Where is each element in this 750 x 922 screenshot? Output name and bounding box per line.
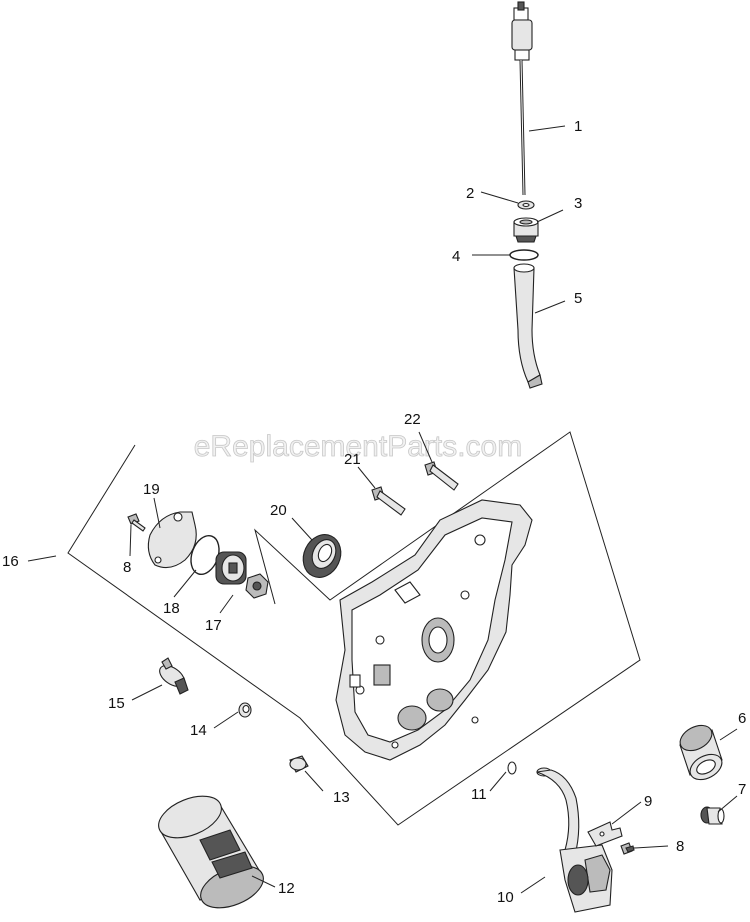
callout-8-lower: 8 [676, 838, 684, 855]
callout-16: 16 [2, 553, 19, 570]
callout-22: 22 [404, 411, 421, 428]
part-15-oil-pressure-switch [159, 657, 189, 695]
callout-9: 9 [644, 793, 652, 810]
part-11-ball [507, 761, 517, 775]
callout-17: 17 [205, 617, 222, 634]
part-17-oil-pump-rotor [215, 551, 269, 599]
watermark-text: eReplacementParts.com [194, 430, 522, 463]
callout-14: 14 [190, 722, 207, 739]
part-8-screw-upper [127, 513, 146, 532]
part-13-drain-plug [289, 755, 309, 773]
callout-10: 10 [497, 889, 514, 906]
callout-21: 21 [344, 451, 361, 468]
part-19-pump-cover [147, 511, 197, 569]
callout-4: 4 [452, 248, 460, 265]
part-14-plug [238, 702, 252, 718]
callout-5: 5 [574, 290, 582, 307]
callout-19: 19 [143, 481, 160, 498]
part-9-bracket [587, 821, 623, 847]
assembly-boundary [67, 431, 641, 826]
callout-15: 15 [108, 695, 125, 712]
callout-11: 11 [471, 786, 487, 803]
part-8-screw-lower [620, 842, 635, 855]
part-4-o-ring [509, 249, 539, 261]
part-21-bolt [371, 486, 406, 516]
part-22-bolt [424, 461, 459, 491]
callout-12: 12 [278, 880, 295, 897]
callout-6: 6 [738, 710, 746, 727]
callout-18: 18 [163, 600, 180, 617]
callout-20: 20 [270, 502, 287, 519]
part-12-oil-filter [158, 795, 264, 909]
callout-7: 7 [738, 781, 746, 798]
part-2-washer [517, 200, 535, 210]
part-20-oil-seal [302, 534, 342, 578]
part-6-bearing-sleeve [679, 724, 723, 781]
callout-3: 3 [574, 195, 582, 212]
callout-1: 1 [574, 118, 582, 135]
part-3-bushing [513, 217, 539, 243]
part-16-closure-plate [335, 499, 533, 761]
callout-labels: 1 2 3 4 5 6 7 8 8 9 10 11 12 13 14 15 16… [2, 118, 746, 906]
callout-2: 2 [466, 185, 474, 202]
leader-lines [27, 125, 738, 894]
part-5-dipstick-tube [513, 263, 543, 389]
part-1-dipstick [511, 1, 533, 196]
part-10-oil-pickup [536, 767, 613, 913]
callout-13: 13 [333, 789, 350, 806]
callout-8-upper: 8 [123, 559, 131, 576]
